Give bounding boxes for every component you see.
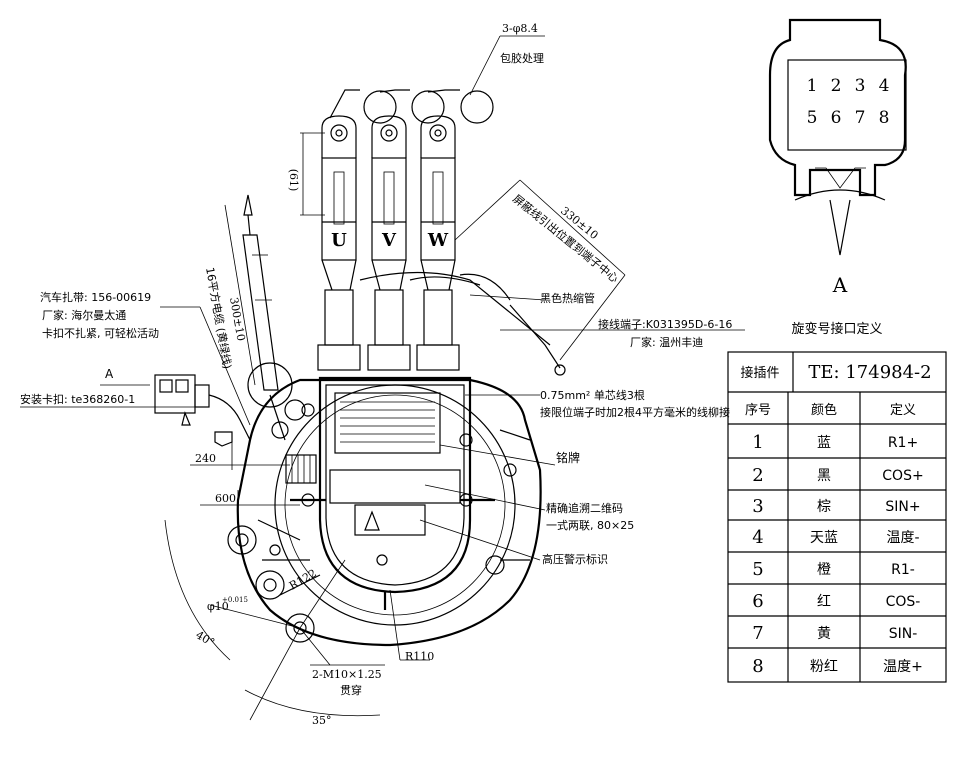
row-color: 黑 [817,468,831,484]
wire-note-label: 接限位端子时加2根4平方毫米的线柳接 [540,405,730,419]
connector-label: 接插件 [740,365,779,381]
terminal-label: 接线端子:K031395D-6-16 [598,317,732,331]
row-def: 温度- [886,530,919,546]
header-def: 定义 [890,403,916,418]
row-no: 2 [752,465,763,486]
view-a-label: A [105,367,114,381]
tolerance-label: +0.015 [222,596,248,604]
holes-label: 3-φ8.4 [502,22,538,35]
r110-label: R110 [405,650,434,663]
pin-2: 2 [831,76,842,96]
row-no: 1 [752,432,763,453]
dim-61: (61) [287,169,300,192]
rubber-label: 包胶处理 [500,51,544,65]
row-color: 天蓝 [810,530,838,546]
row-def: SIN- [889,626,918,642]
nameplate-label: 铭牌 [556,450,580,465]
row-no: 7 [752,623,763,644]
row-color: 红 [817,594,831,610]
view-letter: A [832,273,848,297]
cable-16-label: 16平方电缆 (黄绿线) [203,266,235,370]
pin-table [727,351,947,683]
pin-1: 1 [807,76,818,96]
r122-label: R122 [287,567,319,593]
heat-shrink-label: 黑色热缩管 [540,291,595,305]
cable-gland [285,454,317,484]
pin-3: 3 [855,76,866,96]
row-color: 蓝 [817,435,831,451]
row-color: 棕 [817,499,831,515]
dim-10-label: φ10 [207,600,229,613]
phase-v-label: V [381,230,397,251]
row-def: COS+ [882,468,923,484]
row-def: SIN+ [885,499,920,515]
row-def: COS- [886,594,921,610]
ground-cable [242,194,289,441]
pin-7: 7 [855,108,866,128]
nameplate-graphic [329,392,461,536]
pin-5: 5 [807,108,818,128]
hv-warning-label: 高压警示标识 [542,552,608,566]
phase-w-label: W [427,230,449,251]
row-no: 8 [752,656,763,677]
row-color: 橙 [817,562,831,578]
cable-tie-maker-label: 厂家: 海尔曼太通 [42,308,126,322]
resolver-connector-small [154,374,251,447]
row-no: 3 [752,496,763,517]
qr-label: 精确追溯二维码 [546,501,623,515]
pin-6: 6 [831,108,842,128]
leader-lines [20,35,745,561]
angle-35-label: 35° [312,714,332,727]
dim-240: 240 [195,452,216,465]
cable-tie-note-label: 卡扣不扎紧, 可轻松活动 [42,326,159,340]
phase-u-label: U [331,230,347,251]
table-title: 旋变号接口定义 [791,321,882,337]
clip-label: 安装卡扣: te368260-1 [20,392,135,406]
header-color: 颜色 [811,402,837,418]
terminal-maker-label: 厂家: 温州丰迪 [630,335,703,349]
connector-value: TE: 174984-2 [808,362,931,383]
cable-tie-label: 汽车扎带: 156-00619 [40,290,151,304]
motor-housing [227,362,542,647]
row-color: 粉红 [810,659,838,675]
row-color: 黄 [817,625,831,642]
angle-40-label: 40° [194,628,217,649]
row-def: 温度+ [883,659,923,675]
dimensions [164,132,626,721]
connector-face-a [768,18,907,256]
qr-note-label: 一式两联, 80×25 [546,519,634,532]
header-no: 序号 [745,403,771,418]
row-no: 6 [752,591,763,612]
phase-cables [317,89,566,376]
dim-600: 600 [215,492,236,505]
dim-300: 300±10 [227,296,247,342]
thread-label: 2-M10×1.25 [312,668,382,681]
wire-core-label: 0.75mm² 单芯线3根 [540,388,645,402]
row-no: 4 [752,527,763,548]
pin-4: 4 [879,76,890,96]
row-no: 5 [752,559,763,580]
row-def: R1- [891,562,915,578]
pin-8: 8 [879,108,890,128]
row-def: R1+ [888,435,918,451]
table-rows: 1 蓝 R1+ 2 黑 COS+ 3 棕 SIN+ 4 天蓝 温度- 5 橙 R… [752,432,923,677]
thread-note-label: 贯穿 [340,683,362,697]
